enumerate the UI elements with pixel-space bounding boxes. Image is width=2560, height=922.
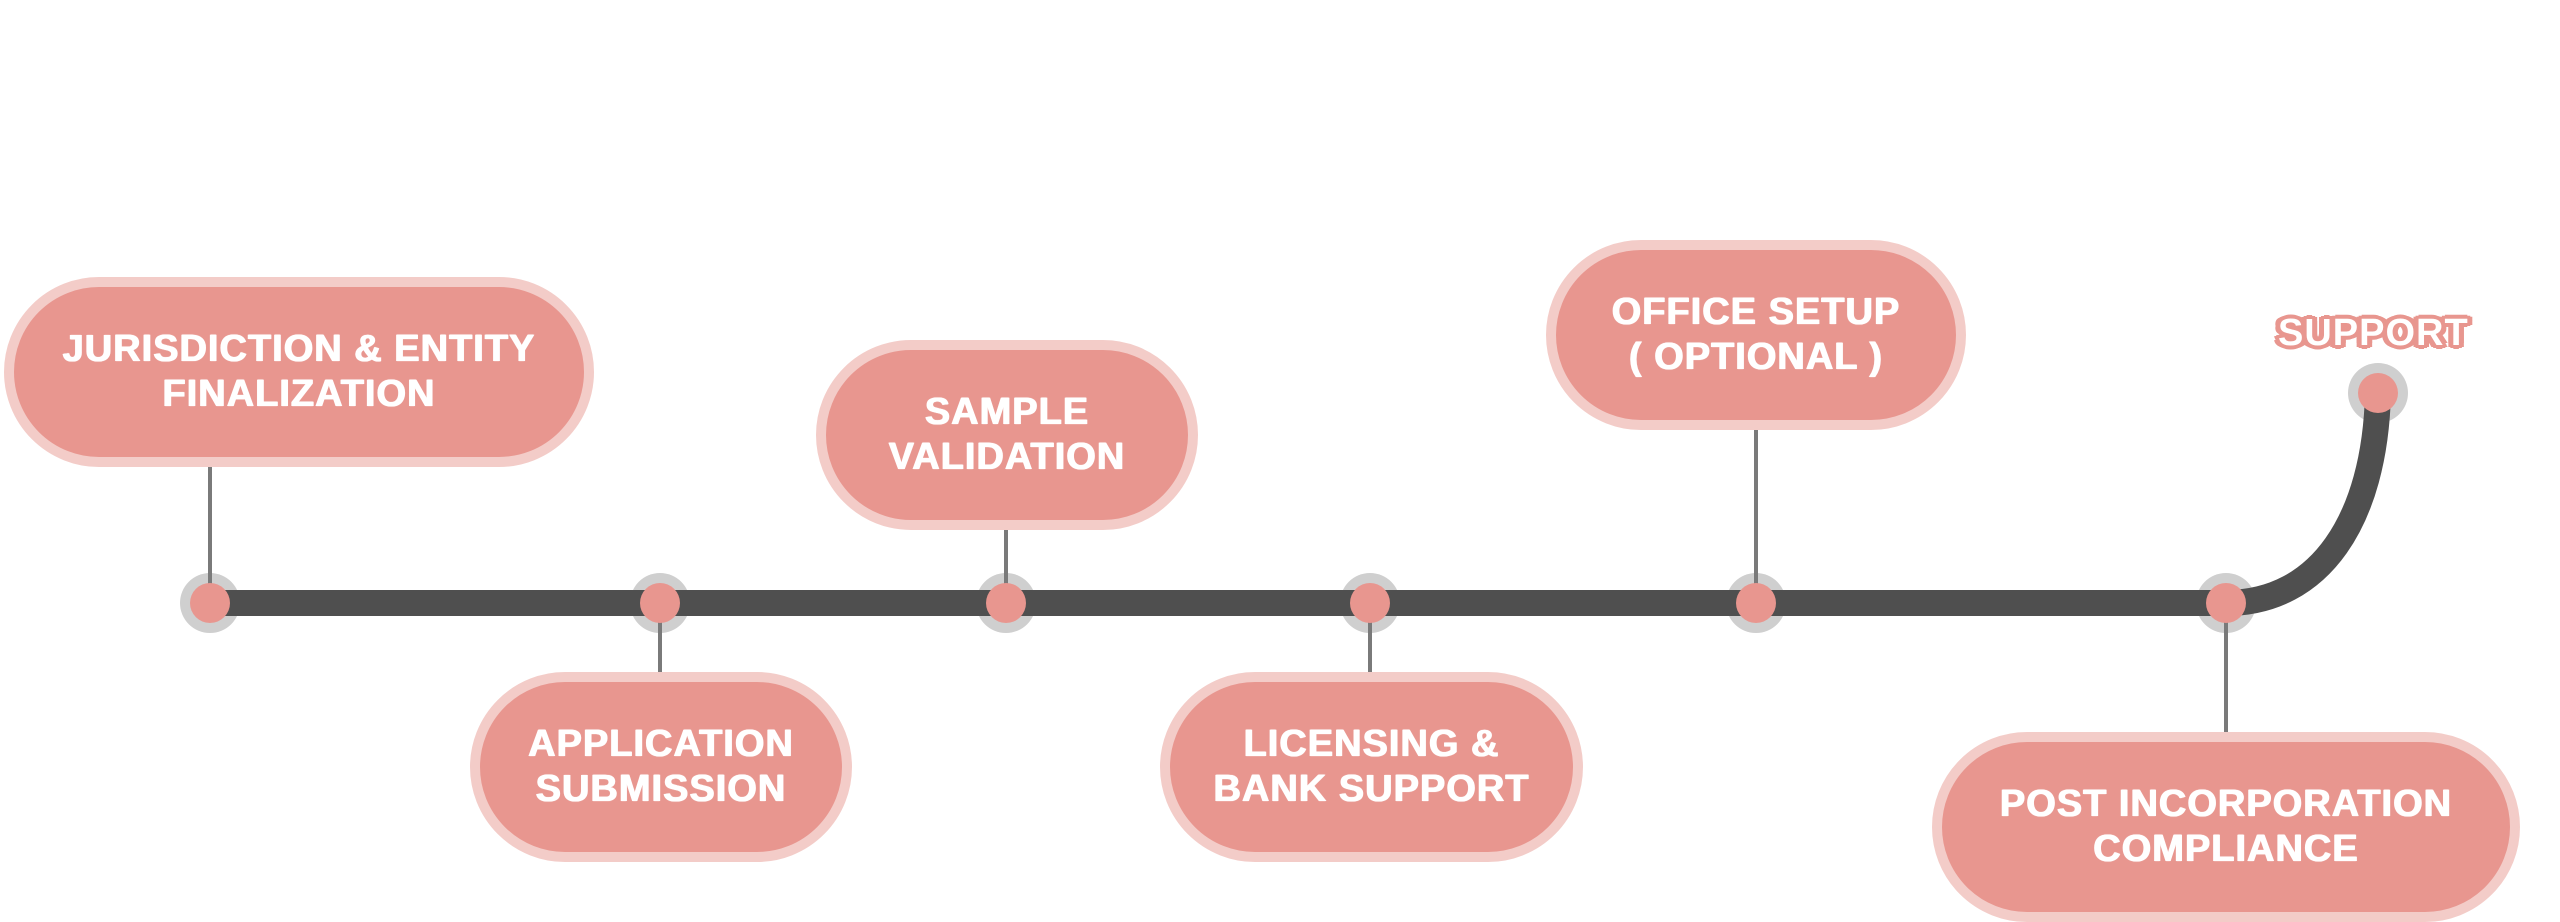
step-pill-office-setup: OFFICE SETUP ( OPTIONAL ) xyxy=(1546,240,1966,430)
timeline-node-1 xyxy=(190,583,230,623)
timeline-track-curve xyxy=(2225,392,2391,616)
step-pill-application: APPLICATION SUBMISSION xyxy=(470,672,852,862)
step-pill-jurisdiction: JURISDICTION & ENTITY FINALIZATION xyxy=(4,277,594,467)
timeline-node-6 xyxy=(2206,583,2246,623)
step-label-support: SUPPORT xyxy=(2278,312,2469,354)
timeline-node-7 xyxy=(2358,373,2398,413)
timeline-node-5 xyxy=(1736,583,1776,623)
timeline-node-4 xyxy=(1350,583,1390,623)
step-pill-sample-validation: SAMPLE VALIDATION xyxy=(816,340,1198,530)
step-pill-post-incorporation: POST INCORPORATION COMPLIANCE xyxy=(1932,732,2520,922)
timeline-node-2 xyxy=(640,583,680,623)
step-pill-licensing: LICENSING & BANK SUPPORT xyxy=(1160,672,1583,862)
timeline-node-3 xyxy=(986,583,1026,623)
